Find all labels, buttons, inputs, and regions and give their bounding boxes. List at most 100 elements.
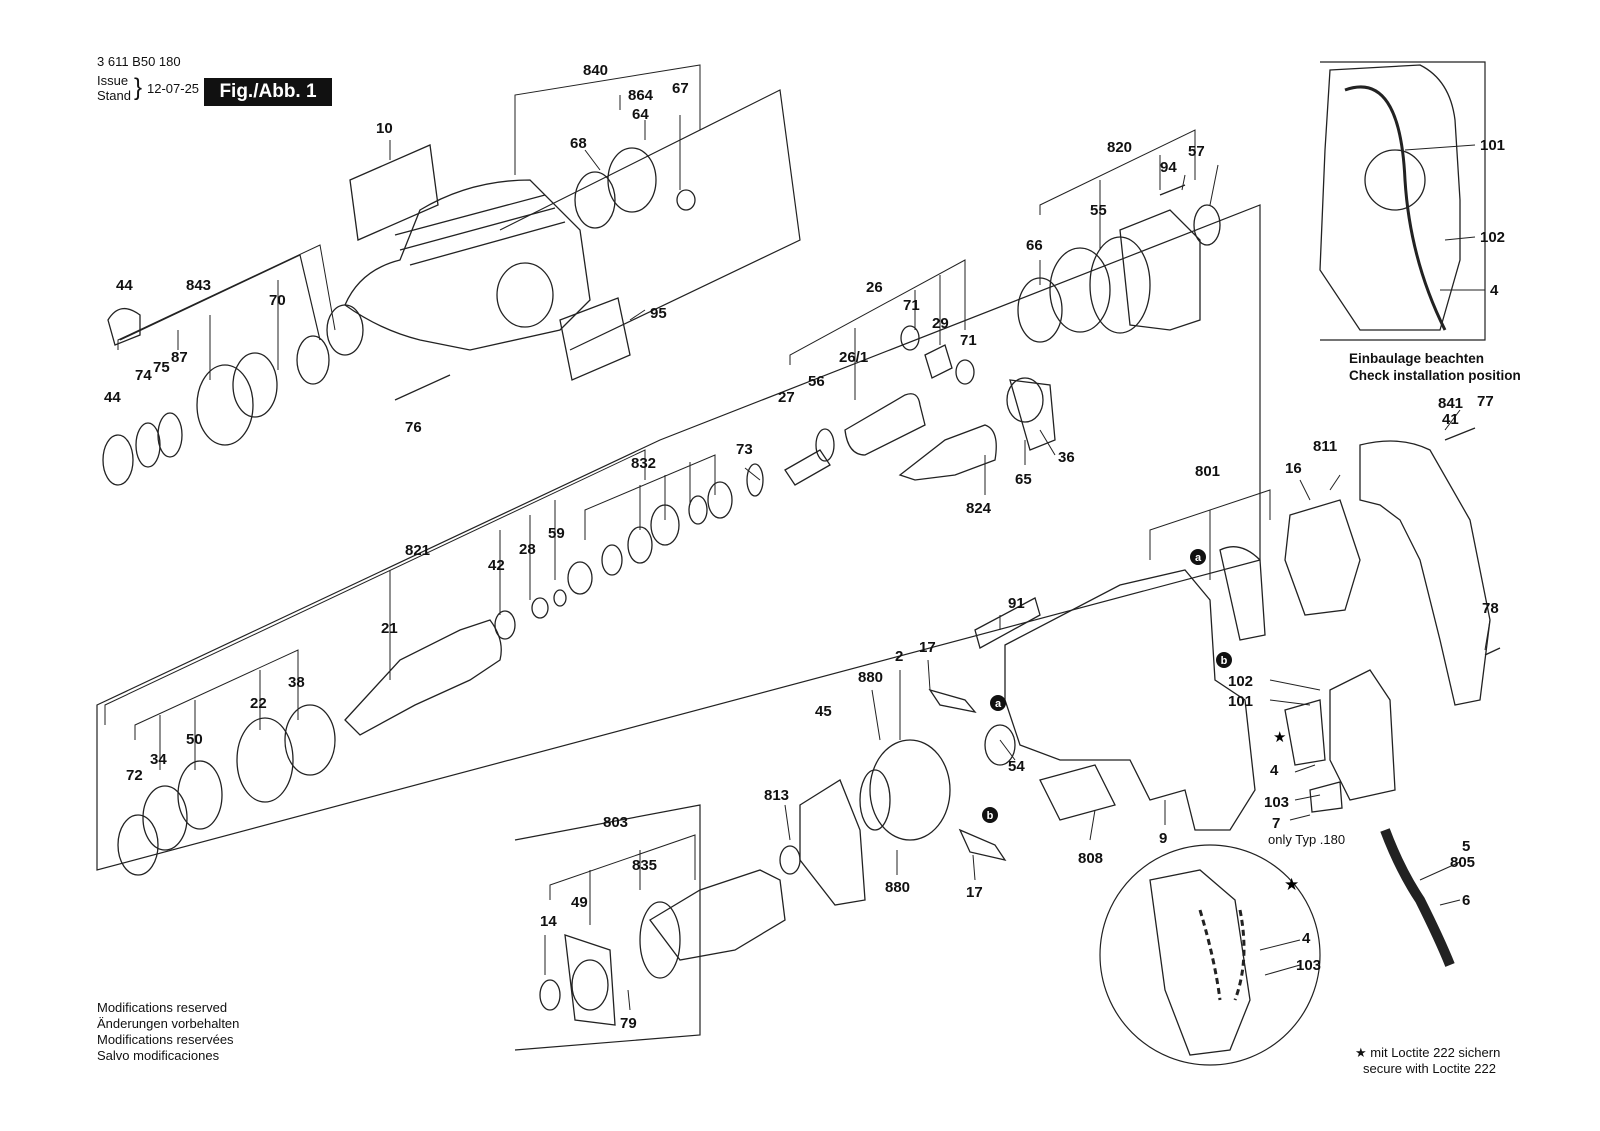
- ring-38: [284, 704, 336, 776]
- issue-label: Issue: [97, 73, 129, 88]
- group-leader-lines: [104, 64, 1491, 1011]
- part-number-841: 841: [1438, 395, 1463, 412]
- part-number-840: 840: [583, 62, 608, 79]
- bracket-17-top: [928, 688, 977, 713]
- bearing-67: [676, 189, 696, 211]
- part-number-50: 50: [186, 731, 203, 748]
- cover-44: [107, 308, 141, 346]
- bearing-65: [1006, 377, 1044, 423]
- group-part-numbers: 10 840 864 67 68 64 95 44 843 70 74 75 8…: [104, 62, 1505, 1032]
- marker-b-1-label: b: [1221, 655, 1228, 667]
- drawing-number: 3 611 B50 180: [97, 54, 181, 69]
- switch-4: [1329, 669, 1396, 801]
- loctite-note-de: ★ mit Loctite 222 sichern: [1355, 1045, 1501, 1060]
- bracket-36: [1009, 379, 1056, 451]
- cap-44: [102, 434, 134, 486]
- screw-77: [1444, 427, 1476, 441]
- part-number-57: 57: [1188, 143, 1205, 160]
- cable-6: [1380, 828, 1455, 967]
- part-number-880-bottom: 880: [885, 879, 910, 896]
- part-number-101-inset: 101: [1480, 137, 1505, 154]
- part-number-68: 68: [570, 135, 587, 152]
- part-number-38: 38: [288, 674, 305, 691]
- part-number-820: 820: [1107, 139, 1132, 156]
- part-number-42: 42: [488, 557, 505, 574]
- part-number-102-inset: 102: [1480, 229, 1505, 246]
- part-number-101-main: 101: [1228, 693, 1253, 710]
- part-number-835: 835: [632, 857, 657, 874]
- part-number-803: 803: [603, 814, 628, 831]
- ring-68: [574, 171, 616, 229]
- part-number-805: 805: [1450, 854, 1475, 871]
- group-markers: a a b b ★ ★: [982, 549, 1299, 895]
- o-ring-55: [1089, 236, 1151, 334]
- install-note-de: Einbaulage beachten: [1349, 351, 1485, 366]
- part-number-26-1: 26/1: [839, 349, 868, 366]
- tube-26-1: [844, 393, 926, 456]
- note-en: Modifications reserved: [97, 1000, 228, 1015]
- label-plate-10: [349, 144, 439, 241]
- part-number-65: 65: [1015, 471, 1032, 488]
- part-number-864: 864: [628, 87, 654, 104]
- ring-66: [1017, 277, 1063, 343]
- brush-ring-801: [1219, 546, 1266, 641]
- inset-switch-sketch: [1149, 869, 1251, 1056]
- ring-73: [746, 463, 764, 497]
- label-808: [1039, 764, 1116, 821]
- part-number-75: 75: [153, 359, 170, 376]
- part-number-44-top: 44: [116, 277, 133, 294]
- part-number-26: 26: [866, 279, 883, 296]
- part-number-87: 87: [171, 349, 188, 366]
- baffle-45: [799, 779, 866, 906]
- part-number-29: 29: [932, 315, 949, 332]
- part-number-59: 59: [548, 525, 565, 542]
- part-number-71-right: 71: [960, 332, 977, 349]
- part-number-45: 45: [815, 703, 832, 720]
- part-number-880-top: 880: [858, 669, 883, 686]
- part-number-74: 74: [135, 367, 152, 384]
- part-number-17-top: 17: [919, 639, 936, 656]
- group-frames: [96, 61, 1486, 1066]
- label-91: [974, 597, 1041, 649]
- loctite-note-en: secure with Loctite 222: [1363, 1061, 1496, 1076]
- type-note: only Typ .180: [1268, 832, 1346, 847]
- group-components: [102, 64, 1501, 1056]
- part-number-34: 34: [150, 751, 167, 768]
- pad-95: [559, 297, 631, 381]
- part-number-28: 28: [519, 541, 536, 558]
- part-number-824: 824: [966, 500, 992, 517]
- part-number-64: 64: [632, 106, 649, 123]
- loctite-note: ★ mit Loctite 222 sichern secure with Lo…: [1355, 1045, 1500, 1077]
- motor-housing-9: [1004, 569, 1256, 831]
- plate-103: [1309, 781, 1343, 813]
- inset-handle-sketch: [1319, 64, 1461, 331]
- star-marker-1: ★: [1273, 728, 1286, 746]
- part-number-7: 7: [1272, 815, 1280, 832]
- cable-route-101: [1344, 85, 1447, 331]
- gear-22: [236, 717, 294, 803]
- part-number-54: 54: [1008, 758, 1025, 775]
- marker-b-2: [982, 807, 998, 823]
- handle-841: [1359, 440, 1491, 706]
- part-number-36: 36: [1058, 449, 1075, 466]
- o-ring-56: [815, 428, 835, 462]
- ring-54: [984, 724, 1016, 766]
- install-note: Einbaulage beachten Check installation p…: [1349, 350, 1521, 384]
- part-number-103-main: 103: [1264, 794, 1289, 811]
- part-number-17-bottom: 17: [966, 884, 983, 901]
- part-number-56: 56: [808, 373, 825, 390]
- note-de: Änderungen vorbehalten: [97, 1016, 240, 1031]
- part-number-94: 94: [1160, 159, 1177, 176]
- part-number-55: 55: [1090, 202, 1107, 219]
- part-number-801: 801: [1195, 463, 1220, 480]
- part-28: [531, 597, 549, 619]
- part-number-71-top: 71: [903, 297, 920, 314]
- part-number-77: 77: [1477, 393, 1494, 410]
- tool-holder-21: [344, 619, 502, 736]
- part-number-2: 2: [895, 648, 903, 665]
- part-number-9: 9: [1159, 830, 1167, 847]
- install-note-en: Check installation position: [1349, 368, 1521, 383]
- part-number-76: 76: [405, 419, 422, 436]
